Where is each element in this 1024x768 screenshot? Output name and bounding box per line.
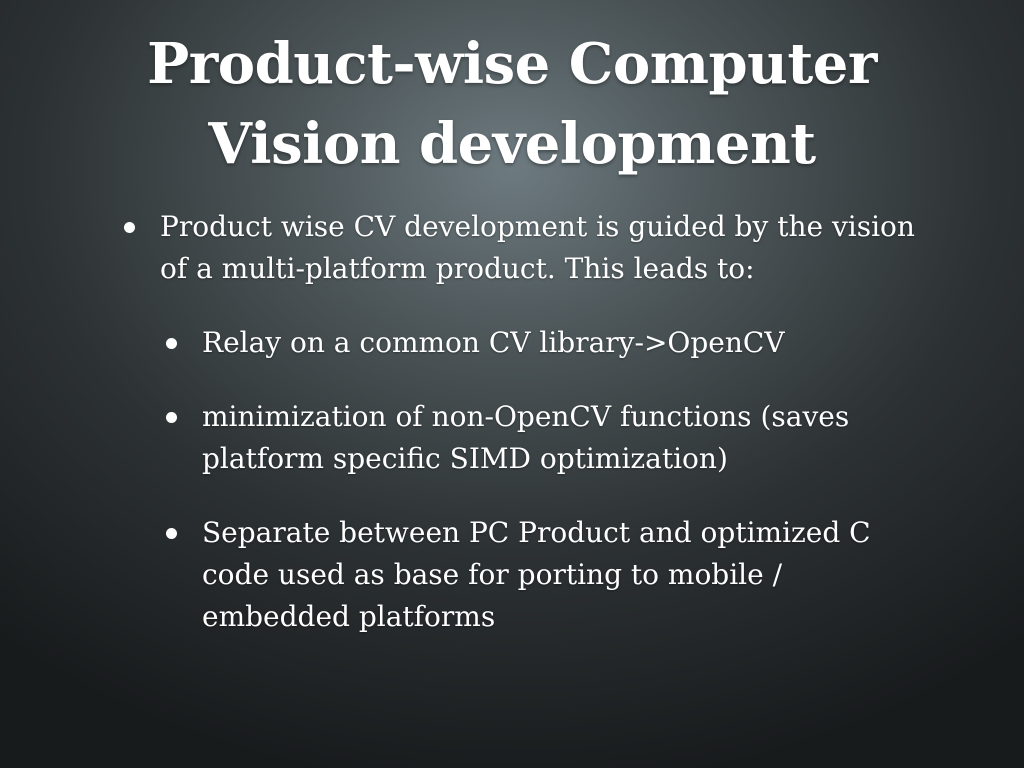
slide-title: Product-wise Computer Vision development	[60, 24, 964, 184]
bullet-dot-icon	[166, 338, 177, 349]
bullet-dot-icon	[166, 412, 177, 423]
bullet-list: Product wise CV development is guided by…	[118, 206, 918, 638]
bullet-item-4: Separate between PC Product and optimize…	[118, 512, 918, 638]
bullet-text-4: Separate between PC Product and optimize…	[202, 516, 871, 633]
bullet-item-1: Product wise CV development is guided by…	[118, 206, 918, 290]
bullet-text-1: Product wise CV development is guided by…	[160, 210, 915, 285]
bullet-item-3: minimization of non-OpenCV functions (sa…	[118, 396, 918, 480]
slide-title-line-1: Product-wise Computer	[147, 31, 877, 97]
slide-title-line-2: Vision development	[208, 111, 816, 177]
bullet-dot-icon	[124, 222, 135, 233]
bullet-dot-icon	[166, 528, 177, 539]
bullet-text-2: Relay on a common CV library->OpenCV	[202, 326, 785, 359]
bullet-text-3: minimization of non-OpenCV functions (sa…	[202, 400, 850, 475]
bullet-item-2: Relay on a common CV library->OpenCV	[118, 322, 918, 364]
